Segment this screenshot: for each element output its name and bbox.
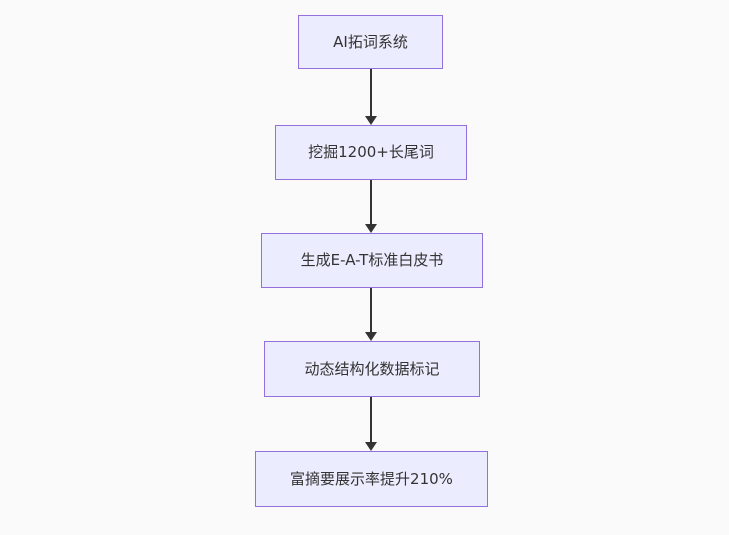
arrow-line <box>370 69 372 116</box>
arrow-head-icon <box>365 224 377 233</box>
flow-arrow-4-5 <box>365 397 377 451</box>
arrow-line <box>370 288 372 332</box>
flow-node-label: 富摘要展示率提升210% <box>290 469 453 488</box>
flow-arrow-2-3 <box>365 180 377 233</box>
flow-arrow-3-4 <box>365 288 377 341</box>
flow-arrow-1-2 <box>365 69 377 125</box>
flow-node-structured-data: 动态结构化数据标记 <box>264 341 480 397</box>
flow-node-ai-keyword-system: AI拓词系统 <box>298 15 443 69</box>
flow-node-longtail-mining: 挖掘1200+长尾词 <box>275 125 467 180</box>
flow-node-rich-snippet-result: 富摘要展示率提升210% <box>255 451 488 507</box>
flow-node-eat-whitepaper: 生成E-A-T标准白皮书 <box>261 233 483 288</box>
flow-node-label: 动态结构化数据标记 <box>304 359 440 378</box>
arrow-head-icon <box>365 332 377 341</box>
flow-node-label: AI拓词系统 <box>333 32 408 51</box>
arrow-head-icon <box>365 116 377 125</box>
arrow-line <box>370 180 372 224</box>
arrow-line <box>370 397 372 442</box>
arrow-head-icon <box>365 442 377 451</box>
flow-node-label: 生成E-A-T标准白皮书 <box>300 251 444 269</box>
flow-node-label: 挖掘1200+长尾词 <box>308 143 434 161</box>
